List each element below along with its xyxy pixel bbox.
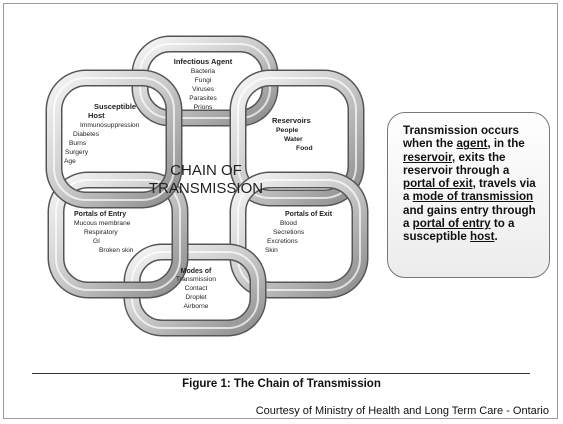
entry-item: Respiratory <box>84 229 118 236</box>
callout-agent: agent <box>456 137 488 151</box>
agent-item: Prions <box>194 104 213 111</box>
callout-text: . <box>494 230 498 244</box>
host-item: Age <box>64 158 76 165</box>
exit-item: Skin <box>265 247 278 254</box>
agent-title: Infectious Agent <box>174 57 233 66</box>
exit-item: Excretions <box>267 238 298 245</box>
reservoirs-item: Food <box>296 145 313 152</box>
host-item: Burns <box>69 140 87 147</box>
host-item: Surgery <box>65 149 89 156</box>
entry-item: Broken skin <box>99 247 134 254</box>
agent-item: Parasites <box>189 95 217 102</box>
center-title-line1: CHAIN OF <box>170 162 242 179</box>
host-item: Immunosuppression <box>80 122 140 129</box>
modes-item: Airborne <box>184 303 209 310</box>
callout-text: Transmission occurs when the <box>403 124 519 151</box>
entry-item: GI <box>93 238 100 245</box>
entry-title: Portals of Entry <box>74 211 126 218</box>
callout-text: , exits the reservoir through a <box>403 150 510 177</box>
chain-link-exit <box>229 171 369 299</box>
agent-item: Bacteria <box>191 68 216 75</box>
exit-item: Secretions <box>273 229 305 236</box>
callout-reservoir: reservoir <box>403 150 452 164</box>
host-title-line1: Susceptible <box>94 102 136 111</box>
caption-divider <box>32 373 530 374</box>
callout-text: , travels via a <box>403 177 536 204</box>
chain-link-host <box>45 69 183 209</box>
transmission-callout: Transmission occurs when the agent, in t… <box>387 112 550 278</box>
chain-link-entry <box>47 171 189 299</box>
agent-item: Viruses <box>192 86 215 93</box>
reservoirs-item: People <box>276 127 299 134</box>
chain-link-reservoirs <box>229 69 365 207</box>
credit-line: Courtesy of Ministry of Health and Long … <box>255 405 549 417</box>
callout-portal-entry: portal of entry <box>412 217 491 231</box>
modes-item: Contact <box>185 285 208 292</box>
modes-title-line1: Modes of <box>181 268 212 275</box>
host-item: Diabetes <box>73 131 100 138</box>
reservoirs-item: Water <box>284 136 303 143</box>
exit-title: Portals of Exit <box>285 211 333 218</box>
exit-item: Blood <box>280 220 297 227</box>
modes-title-line2: Transmission <box>176 276 216 283</box>
host-title-line2: Host <box>88 111 105 120</box>
callout-host: host <box>470 230 495 244</box>
agent-item: Fungi <box>195 77 212 84</box>
callout-portal-exit: portal of exit <box>403 177 473 191</box>
modes-item: Droplet <box>185 294 206 301</box>
callout-mode: mode of transmission <box>412 190 534 204</box>
center-title-line2: TRANSMISSION <box>149 180 263 197</box>
entry-item: Mucous membrane <box>74 220 131 227</box>
figure-caption: Figure 1: The Chain of Transmission <box>182 378 381 390</box>
callout-text: and gains entry through a <box>403 203 536 231</box>
reservoirs-title: Reservoirs <box>272 116 311 125</box>
callout-text: to a susceptible <box>403 217 515 244</box>
callout-text: , in the <box>487 137 525 151</box>
